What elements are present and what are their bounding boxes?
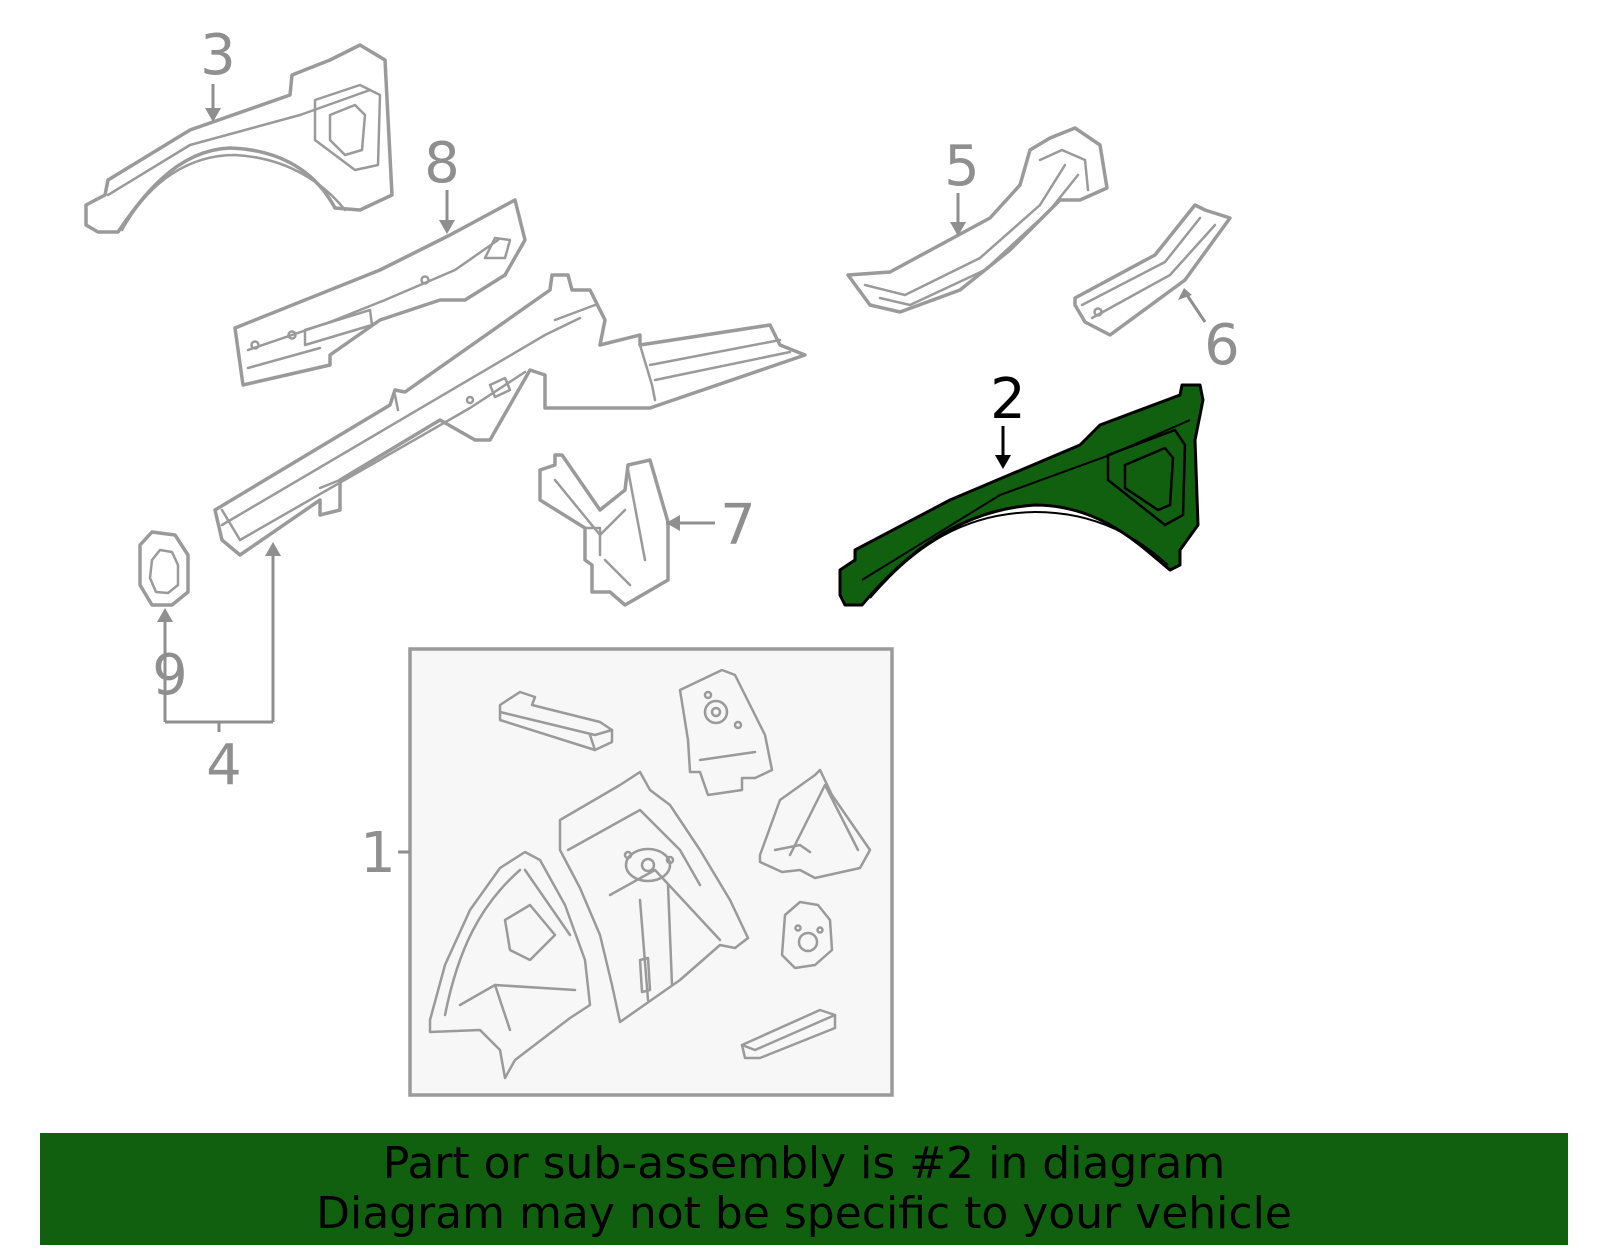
callout-1: 1 bbox=[360, 821, 410, 886]
callout-4-label: 4 bbox=[206, 733, 242, 798]
callout-3: 3 bbox=[200, 23, 236, 122]
part-1-subassembly[interactable] bbox=[408, 647, 894, 1097]
banner-line-2: Diagram may not be specific to your vehi… bbox=[316, 1188, 1292, 1239]
info-banner: Part or sub-assembly is #2 in diagram Di… bbox=[40, 1133, 1568, 1245]
part-9-plug[interactable] bbox=[138, 530, 190, 607]
callout-6: 6 bbox=[1178, 288, 1240, 378]
part-4-side-member[interactable] bbox=[213, 273, 807, 557]
callout-5: 5 bbox=[944, 134, 980, 236]
callout-5-label: 5 bbox=[944, 134, 980, 199]
callout-7: 7 bbox=[666, 493, 756, 558]
part-8-rail-reinforcement[interactable] bbox=[233, 198, 527, 387]
callout-9: 9 bbox=[152, 608, 188, 708]
callout-9-label: 9 bbox=[152, 643, 188, 708]
callout-1-label: 1 bbox=[360, 821, 396, 886]
callout-8-label: 8 bbox=[424, 131, 460, 196]
part-5-upper-reinforcement[interactable] bbox=[846, 126, 1109, 314]
callout-2-label: 2 bbox=[990, 367, 1026, 432]
callout-4: 4 bbox=[163, 542, 281, 798]
callout-8: 8 bbox=[424, 131, 460, 234]
callout-2: 2 bbox=[990, 367, 1026, 469]
part-2-fender-apron-selected[interactable] bbox=[838, 383, 1205, 607]
callout-3-label: 3 bbox=[200, 23, 236, 88]
callout-6-label: 6 bbox=[1204, 313, 1240, 378]
part-7-bracket[interactable] bbox=[538, 453, 670, 607]
banner-line-1: Part or sub-assembly is #2 in diagram bbox=[382, 1138, 1226, 1189]
part-6-brace[interactable] bbox=[1073, 203, 1232, 337]
callout-7-label: 7 bbox=[720, 493, 756, 558]
part-3-fender-apron[interactable] bbox=[84, 43, 394, 234]
